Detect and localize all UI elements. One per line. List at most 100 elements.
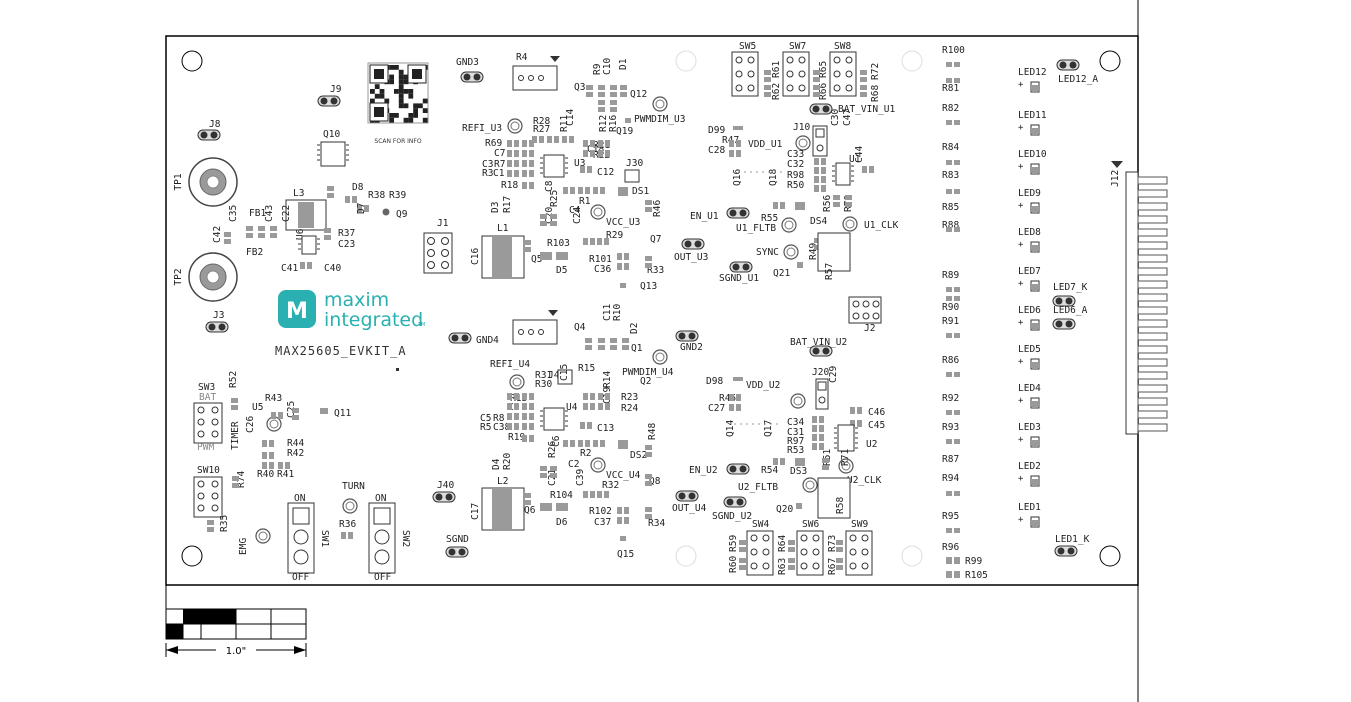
label-tp2: TP2	[173, 268, 184, 285]
smd-pad	[733, 377, 743, 381]
switch-pin	[845, 84, 853, 92]
smd-pad	[524, 493, 531, 498]
smd-pad	[522, 140, 527, 147]
smd-pad	[529, 140, 534, 147]
jumper-pin	[694, 240, 702, 248]
switch-pin	[735, 84, 743, 92]
connector-j12-pin	[1137, 423, 1168, 432]
label-on: ON	[375, 493, 387, 504]
smd-pad	[598, 345, 605, 350]
smd-pad	[514, 150, 519, 157]
smd-pad	[524, 500, 531, 505]
fiducial	[901, 50, 923, 72]
connector-j12-pin	[1137, 189, 1168, 198]
label-l2: L2	[497, 476, 508, 487]
smd-pad	[834, 447, 837, 449]
label-r101: R101	[589, 254, 612, 265]
smd-pad	[507, 393, 512, 400]
smd-pad	[585, 187, 590, 194]
label-sw2: SW2	[400, 530, 411, 547]
jumper-pin	[1069, 61, 1077, 69]
sw2-pin	[374, 529, 390, 545]
label-ds4: DS4	[810, 216, 827, 227]
board-outline	[165, 35, 1139, 586]
vdd-u1-test-point	[798, 138, 808, 148]
label-led5: LED5	[1018, 344, 1041, 355]
switch-pin	[211, 480, 219, 488]
maxim-logo-mark	[278, 290, 316, 328]
smd-pad	[346, 144, 349, 146]
label-r56: R56	[822, 195, 833, 212]
smd-pad	[610, 85, 617, 90]
smd-pad	[569, 136, 574, 143]
smd-pad	[946, 372, 952, 377]
smd-pad	[764, 77, 771, 82]
qr-module	[389, 79, 394, 85]
connector-j12-pin	[1137, 293, 1168, 302]
switch-pin	[786, 70, 794, 78]
smd-pad	[860, 92, 867, 97]
jumper-pin	[812, 347, 820, 355]
smd-pad	[954, 62, 960, 67]
switch-pin	[833, 70, 841, 78]
smd-pad	[524, 240, 531, 245]
label-r85: R85	[942, 202, 959, 213]
switch-pin	[849, 534, 857, 542]
smd-pad	[524, 247, 531, 252]
qr-module	[408, 113, 414, 118]
qr-finder-center	[374, 107, 384, 117]
smd-pad	[324, 235, 331, 240]
jumper-pin	[732, 263, 740, 271]
smd-pad	[836, 540, 843, 545]
smd-pad	[522, 413, 527, 420]
jumper-pin	[729, 209, 737, 217]
label-out-u4: OUT_U4	[672, 503, 707, 514]
smd-pad	[317, 159, 320, 161]
smd-pad	[645, 514, 652, 519]
switch-pin	[833, 84, 841, 92]
label-r81: R81	[942, 83, 959, 94]
led-plus-marker: +	[1018, 318, 1024, 328]
smd-pad	[845, 195, 852, 200]
label-r105: R105	[965, 570, 988, 581]
jumper-pin	[200, 131, 208, 139]
smd-pad	[821, 176, 826, 183]
smd-pad	[764, 85, 771, 90]
label-r20: R20	[502, 453, 513, 470]
label-r38: R38	[368, 190, 385, 201]
smd-pad	[812, 443, 817, 450]
smd-pad	[593, 187, 598, 194]
label-r58: R58	[835, 497, 846, 514]
refi-u4-test-point	[512, 377, 522, 387]
label-j3: J3	[213, 310, 224, 321]
label-c12: C12	[597, 167, 614, 178]
header-pin	[441, 249, 449, 257]
header-pin	[816, 144, 824, 152]
smd-pad	[563, 440, 568, 447]
switch-pin	[747, 70, 755, 78]
smd-pad	[645, 474, 652, 479]
label-c28: C28	[708, 145, 725, 156]
label-c44: C44	[854, 146, 865, 163]
smd-pad	[620, 92, 627, 97]
smd-pad	[954, 189, 960, 194]
label-r83: R83	[942, 170, 959, 181]
switch-pin	[800, 562, 808, 570]
mounting-hole	[181, 545, 203, 567]
smd-pad	[258, 226, 265, 231]
label-u5: U5	[252, 402, 263, 413]
smd-pad	[539, 136, 544, 143]
smd-pad	[300, 262, 305, 269]
u6	[301, 235, 317, 255]
emg-test-point	[255, 528, 271, 544]
label-j2: J2	[864, 323, 875, 334]
smd-pad	[583, 393, 588, 400]
fiducial	[901, 545, 923, 567]
jumper-pin	[1067, 547, 1075, 555]
smd-pad	[540, 410, 543, 412]
smd-pad	[1032, 167, 1038, 173]
smd-pad	[850, 407, 855, 414]
qr-module	[394, 113, 399, 118]
label-q11: Q11	[334, 408, 351, 419]
label-out-u3: OUT_U3	[674, 252, 708, 263]
